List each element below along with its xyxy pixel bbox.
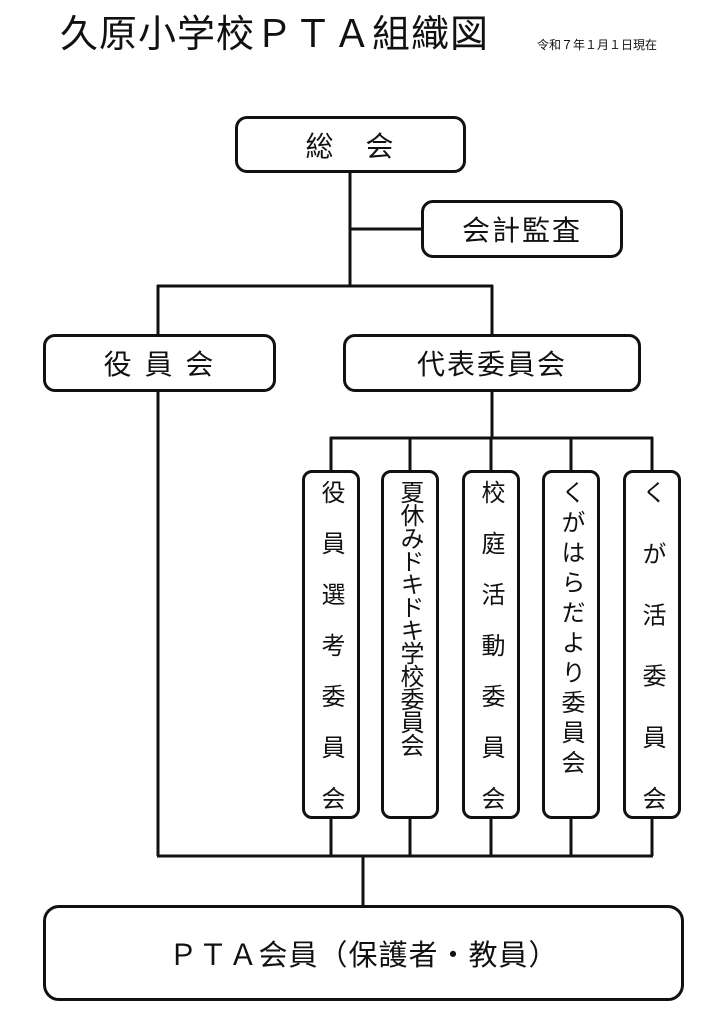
- pta-members-label: ＰＴＡ会員（保護者・教員）: [168, 938, 559, 972]
- committee-label: 校庭活動委員会: [477, 480, 505, 810]
- representative-committee-label: 代表委員会: [416, 348, 567, 381]
- committee-box-newsletter: くがはらだより委員会: [542, 470, 600, 819]
- page-title: 久原小学校ＰＴＡ組織図: [60, 12, 490, 56]
- general-meeting-label: 総 会: [305, 129, 396, 163]
- committee-box-summer-school: 夏休みドキドキ学校委員会: [381, 470, 439, 819]
- officers-board-label: 役 員 会: [103, 348, 216, 381]
- committee-box-officer-selection: 役員選考委員会: [302, 470, 360, 819]
- general-meeting-box: 総 会: [235, 116, 466, 173]
- committee-box-kugakatsu: くが活委員会: [623, 470, 681, 819]
- representative-committee-box: 代表委員会: [343, 334, 641, 392]
- committee-label: くが活委員会: [638, 480, 666, 810]
- audit-label: 会計監査: [461, 214, 582, 247]
- committee-label: 夏休みドキドキ学校委員会: [396, 480, 424, 756]
- committee-label: くがはらだより委員会: [557, 480, 585, 780]
- committee-box-schoolyard: 校庭活動委員会: [462, 470, 520, 819]
- officers-board-box: 役 員 会: [43, 334, 276, 392]
- date-note: 令和７年１月１日現在: [537, 38, 658, 52]
- pta-members-box: ＰＴＡ会員（保護者・教員）: [43, 905, 684, 1001]
- committee-label: 役員選考委員会: [317, 480, 345, 810]
- audit-box: 会計監査: [421, 200, 623, 258]
